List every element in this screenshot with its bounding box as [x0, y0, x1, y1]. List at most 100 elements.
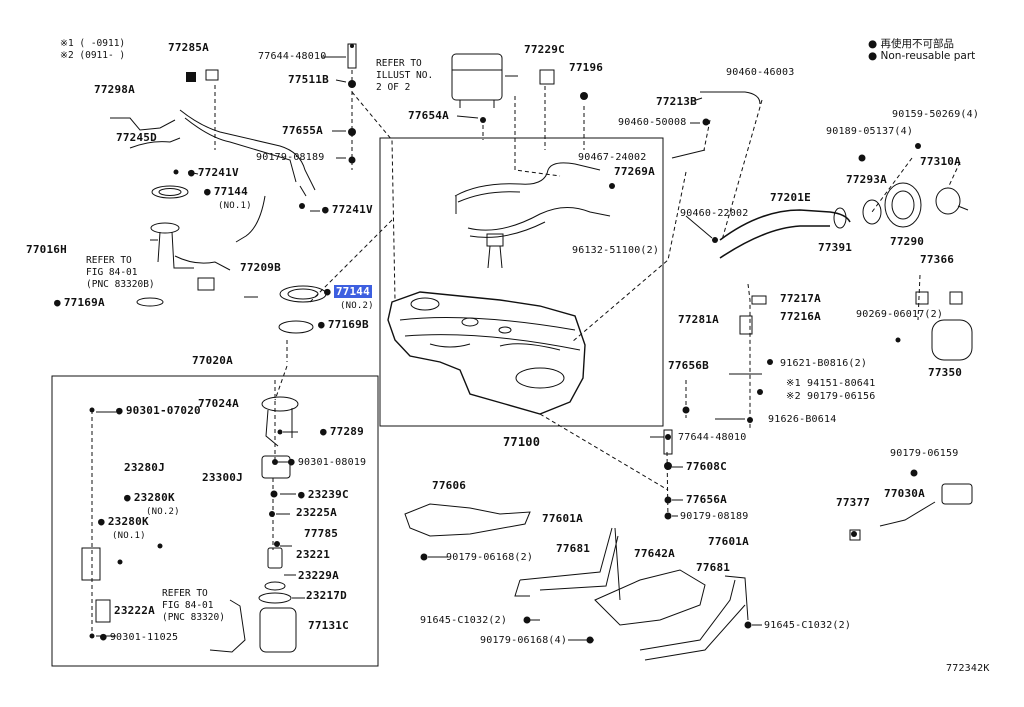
refer-fig2-line-1: REFER TO: [162, 588, 208, 599]
part-label[interactable]: 77601A: [542, 512, 583, 525]
part-label[interactable]: 90467-24002: [578, 152, 647, 163]
part-label[interactable]: 77391: [818, 241, 853, 254]
part-label[interactable]: 77241V: [322, 204, 373, 216]
non-reusable-dot-icon: ●: [868, 38, 878, 50]
part-label[interactable]: 90179-06168(2): [446, 552, 534, 563]
part-label[interactable]: 23280J: [124, 461, 165, 474]
part-label[interactable]: 77681: [556, 542, 591, 555]
part-label[interactable]: 77209B: [240, 261, 281, 274]
part-label[interactable]: 90269-06017(2): [856, 309, 944, 320]
part-label-highlighted[interactable]: 77144: [324, 285, 372, 298]
part-label[interactable]: 77290: [890, 235, 925, 248]
part-label[interactable]: 77785: [304, 527, 339, 540]
part-label[interactable]: 77366: [920, 253, 955, 266]
part-label[interactable]: 77229C: [524, 43, 565, 56]
part-label[interactable]: 77642A: [634, 547, 675, 560]
part-label[interactable]: 77377: [836, 496, 871, 509]
refer-illust-line-2: ILLUST NO.: [376, 70, 434, 81]
part-label[interactable]: 91626-B0614: [768, 414, 837, 425]
part-label[interactable]: 23239C: [298, 489, 349, 501]
part-label[interactable]: 77681: [696, 561, 731, 574]
part-label[interactable]: 77245D: [116, 131, 157, 144]
fuel-tank-frame: [379, 137, 664, 427]
part-label[interactable]: ※1 94151-80641: [786, 378, 876, 389]
part-label[interactable]: 77310A: [920, 155, 961, 168]
part-label[interactable]: 90460-50008: [618, 117, 687, 128]
legend-text-en: Non-reusable part: [880, 50, 976, 62]
part-label[interactable]: 77644-48010: [258, 51, 327, 62]
part-label[interactable]: 90179-08189: [256, 152, 325, 163]
part-label[interactable]: 77269A: [614, 165, 655, 178]
part-label[interactable]: 90179-06159: [890, 448, 959, 459]
part-label[interactable]: 90159-50269(4): [892, 109, 980, 120]
part-label[interactable]: 23300J: [202, 471, 243, 484]
part-label[interactable]: 90301-07020: [116, 405, 201, 417]
part-label[interactable]: 77144: [204, 186, 248, 198]
legend-text-jp: 再使用不可部品: [880, 38, 955, 50]
refer-fig-line-2: FIG 84-01: [86, 267, 138, 278]
part-label[interactable]: 77024A: [198, 397, 239, 410]
part-label[interactable]: 77511B: [288, 73, 329, 86]
part-label[interactable]: 77654A: [408, 109, 449, 122]
part-label[interactable]: 77213B: [656, 95, 697, 108]
part-label[interactable]: 77169A: [54, 297, 105, 309]
part-label[interactable]: 77281A: [678, 313, 719, 326]
refer-illust-line-3: 2 OF 2: [376, 82, 411, 93]
part-label[interactable]: 77217A: [780, 292, 821, 305]
part-sub-label: (NO.1): [218, 201, 252, 211]
part-label[interactable]: 23222A: [114, 604, 155, 617]
part-label[interactable]: 90189-05137(4): [826, 126, 914, 137]
part-label[interactable]: 77169B: [318, 319, 369, 331]
part-label[interactable]: 77608C: [686, 460, 727, 473]
part-label[interactable]: 90179-06168(4): [480, 635, 568, 646]
part-label[interactable]: 77656B: [668, 359, 709, 372]
part-label[interactable]: 23225A: [296, 506, 337, 519]
non-reusable-dot-icon: ●: [868, 50, 878, 62]
part-label[interactable]: 77196: [569, 61, 604, 74]
part-label[interactable]: 90301-08019: [288, 456, 366, 469]
part-label[interactable]: 77298A: [94, 83, 135, 96]
part-label[interactable]: 23221: [296, 548, 331, 561]
part-label[interactable]: 96132-51100(2): [572, 245, 660, 256]
refer-fig2-line-3: (PNC 83320): [162, 612, 225, 623]
part-label[interactable]: 91645-C1032(2): [764, 620, 852, 631]
refer-illust-line-1: REFER TO: [376, 58, 422, 69]
part-sub-label: (NO.2): [340, 301, 374, 311]
part-label[interactable]: 77656A: [686, 493, 727, 506]
part-label[interactable]: 77644-48010: [678, 432, 747, 443]
part-label[interactable]: 77606: [432, 479, 467, 492]
part-label[interactable]: 77289: [320, 426, 364, 438]
part-label[interactable]: 91621-B0816(2): [780, 358, 868, 369]
refer-fig-line-1: REFER TO: [86, 255, 132, 266]
part-label[interactable]: 23280K: [124, 492, 175, 504]
part-label[interactable]: ※2 90179-06156: [786, 391, 876, 402]
part-label[interactable]: 77016H: [26, 243, 67, 256]
part-label[interactable]: 90179-08189: [680, 511, 749, 522]
part-label[interactable]: 77030A: [884, 487, 925, 500]
figure-id: 772342K: [946, 663, 990, 674]
part-label[interactable]: 23217D: [306, 589, 347, 602]
part-label[interactable]: 77241V: [188, 167, 239, 179]
part-label[interactable]: 77350: [928, 366, 963, 379]
part-label[interactable]: 77655A: [282, 124, 323, 137]
part-label[interactable]: 23280K: [98, 516, 149, 528]
part-label[interactable]: 77601A: [708, 535, 749, 548]
part-label[interactable]: 77100: [503, 435, 541, 449]
refer-fig2-line-2: FIG 84-01: [162, 600, 214, 611]
part-label[interactable]: 77285A: [168, 41, 209, 54]
part-label[interactable]: 77216A: [780, 310, 821, 323]
part-label[interactable]: 77131C: [308, 619, 349, 632]
legend-item-jp: ● 再使用不可部品: [868, 36, 954, 51]
part-label[interactable]: 90460-22002: [680, 208, 749, 219]
part-label[interactable]: 91645-C1032(2): [420, 615, 508, 626]
part-label[interactable]: 77020A: [192, 354, 233, 367]
part-label[interactable]: 77293A: [846, 173, 887, 186]
part-label[interactable]: 77201E: [770, 191, 811, 204]
part-label[interactable]: 90460-46003: [726, 67, 795, 78]
pump-assembly-frame: [51, 375, 379, 667]
part-label[interactable]: 90301-11025: [100, 631, 178, 644]
part-label[interactable]: 23229A: [298, 569, 339, 582]
serial-note-2: ※2 (0911- ): [60, 50, 126, 61]
refer-fig-line-3: (PNC 83320B): [86, 279, 155, 290]
